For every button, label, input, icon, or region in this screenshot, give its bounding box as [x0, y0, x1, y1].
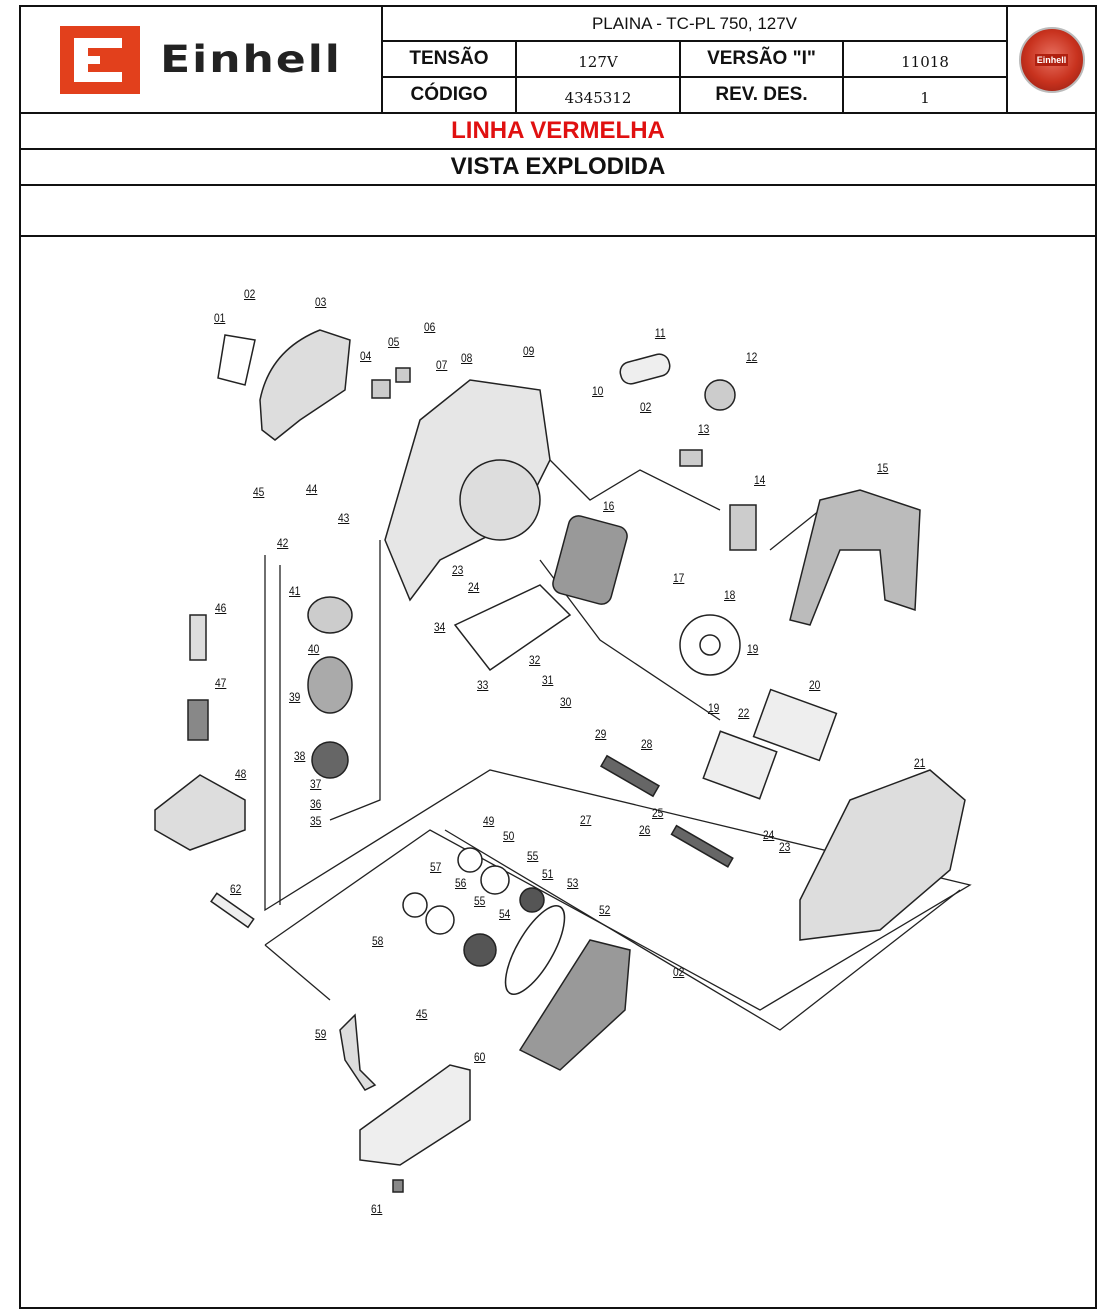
part-label: 27	[580, 813, 592, 827]
part-label: 44	[306, 482, 318, 496]
part-label: 01	[214, 311, 226, 325]
part-label: 56	[455, 876, 467, 890]
part-label: 24	[763, 828, 775, 842]
part-label: 19	[708, 701, 720, 715]
part-label: 49	[483, 814, 495, 828]
authorized-service-seal: Einhell	[1018, 26, 1085, 93]
part-label: 55	[527, 849, 539, 863]
part-label: 06	[424, 320, 436, 334]
einhell-wordmark: Einhell	[160, 37, 342, 82]
part-label: 33	[477, 678, 489, 692]
part-label: 59	[315, 1027, 327, 1041]
part-label: 38	[294, 749, 306, 763]
part-label: 62	[230, 882, 242, 896]
part-label: 40	[308, 642, 320, 656]
part-label: 17	[673, 571, 685, 585]
part-label: 25	[652, 806, 664, 820]
part-label: 37	[310, 777, 322, 791]
part-label: 45	[416, 1007, 428, 1021]
part-label: 12	[746, 350, 758, 364]
part-label: 32	[529, 653, 541, 667]
part-label: 52	[599, 903, 611, 917]
part-label: 58	[372, 934, 384, 948]
part-label: 35	[310, 814, 322, 828]
einhell-e-icon	[60, 25, 141, 94]
part-label: 13	[698, 422, 710, 436]
part-label: 24	[468, 580, 480, 594]
part-label: 23	[779, 840, 791, 854]
part-label: 21	[914, 756, 926, 770]
part-label: 02	[673, 965, 685, 979]
part-label: 14	[754, 473, 766, 487]
part-label: 29	[595, 727, 607, 741]
part-label: 15	[877, 461, 889, 475]
part-label: 22	[738, 706, 750, 720]
part-label: 09	[523, 344, 535, 358]
part-label: 26	[639, 823, 651, 837]
part-label: 50	[503, 829, 515, 843]
part-label: 36	[310, 797, 322, 811]
part-label: 07	[436, 358, 448, 372]
part-label: 02	[640, 400, 652, 414]
part-label: 48	[235, 767, 247, 781]
part-label: 16	[603, 499, 615, 513]
part-label: 10	[592, 384, 604, 398]
part-label: 60	[474, 1050, 486, 1064]
part-label: 02	[244, 287, 256, 301]
part-label: 19	[747, 642, 759, 656]
part-label: 61	[371, 1202, 383, 1216]
part-label: 34	[434, 620, 446, 634]
part-label: 31	[542, 673, 554, 687]
blank-row	[19, 184, 1097, 237]
part-label: 28	[641, 737, 653, 751]
part-shapes	[154, 329, 966, 1193]
part-label: 53	[567, 876, 579, 890]
part-label: 03	[315, 295, 327, 309]
part-label: 57	[430, 860, 442, 874]
part-label: 51	[542, 867, 554, 881]
part-label: 54	[499, 907, 511, 921]
part-label: 18	[724, 588, 736, 602]
part-label: 47	[215, 676, 227, 690]
part-label: 20	[809, 678, 821, 692]
part-label: 04	[360, 349, 372, 363]
part-label: 43	[338, 511, 350, 525]
part-label: 45	[253, 485, 265, 499]
part-label: 11	[654, 326, 666, 340]
einhell-logo: Einhell	[60, 25, 342, 94]
part-label: 42	[277, 536, 289, 550]
part-label: 05	[388, 335, 400, 349]
part-label: 30	[560, 695, 572, 709]
part-label: 41	[289, 584, 301, 598]
assembly-guide-lines	[264, 449, 972, 1031]
part-label: 23	[452, 563, 464, 577]
part-label: 08	[461, 351, 473, 365]
part-label: 55	[474, 894, 486, 908]
part-label: 39	[289, 690, 301, 704]
part-label: 46	[215, 601, 227, 615]
